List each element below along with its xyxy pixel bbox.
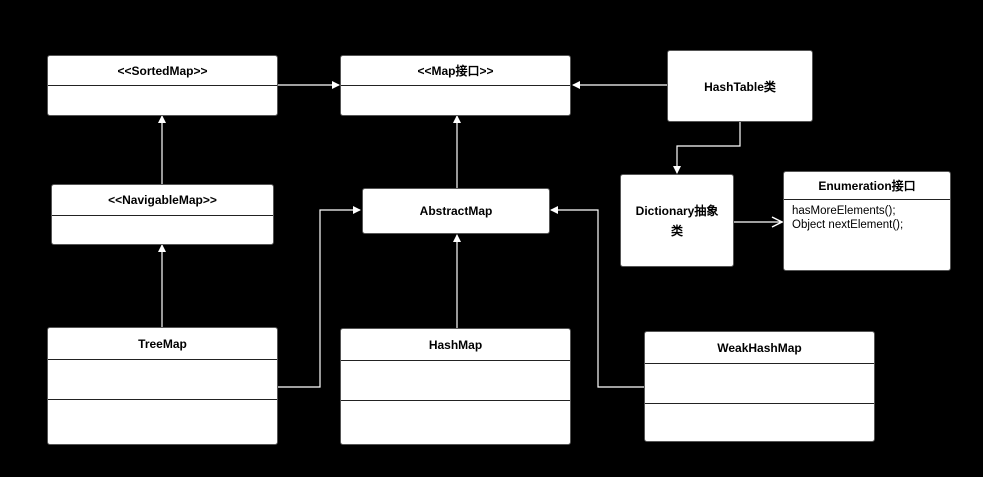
hashmap-title: HashMap bbox=[341, 329, 570, 361]
hashmap-attributes bbox=[341, 361, 570, 401]
navigablemap-title: <<NavigableMap>> bbox=[52, 185, 273, 216]
enumeration-interface-box: Enumeration接口 hasMoreElements(); Object … bbox=[783, 171, 951, 271]
edge-treemap-abstractmap bbox=[278, 206, 361, 388]
enumeration-methods: hasMoreElements(); Object nextElement(); bbox=[784, 200, 950, 236]
weakhashmap-class-box: WeakHashMap bbox=[644, 331, 875, 442]
edge-weakhashmap-abstractmap bbox=[550, 206, 644, 388]
navigablemap-interface-box: <<NavigableMap>> bbox=[51, 184, 274, 245]
treemap-title: TreeMap bbox=[48, 328, 277, 360]
sortedmap-interface-box: <<SortedMap>> bbox=[47, 55, 278, 116]
enumeration-title: Enumeration接口 bbox=[784, 172, 950, 200]
treemap-class-box: TreeMap bbox=[47, 327, 278, 445]
weakhashmap-attributes bbox=[645, 364, 874, 404]
dictionary-title: Dictionary抽象类 bbox=[635, 203, 719, 238]
abstractmap-class-box: AbstractMap bbox=[362, 188, 550, 234]
map-interface-box: <<Map接口>> bbox=[340, 55, 571, 116]
treemap-attributes bbox=[48, 360, 277, 400]
hashtable-title: HashTable类 bbox=[704, 79, 776, 94]
edge-hashtable-dictionary bbox=[673, 122, 741, 174]
enumeration-method: hasMoreElements(); bbox=[792, 205, 896, 217]
sortedmap-title: <<SortedMap>> bbox=[48, 56, 277, 86]
hashtable-class-box: HashTable类 bbox=[667, 50, 813, 122]
hashmap-class-box: HashMap bbox=[340, 328, 571, 445]
dictionary-class-box: Dictionary抽象类 bbox=[620, 174, 734, 267]
enumeration-method: Object nextElement(); bbox=[792, 219, 904, 231]
map-interface-title: <<Map接口>> bbox=[341, 56, 570, 86]
abstractmap-title: AbstractMap bbox=[419, 204, 493, 218]
weakhashmap-title: WeakHashMap bbox=[645, 332, 874, 364]
